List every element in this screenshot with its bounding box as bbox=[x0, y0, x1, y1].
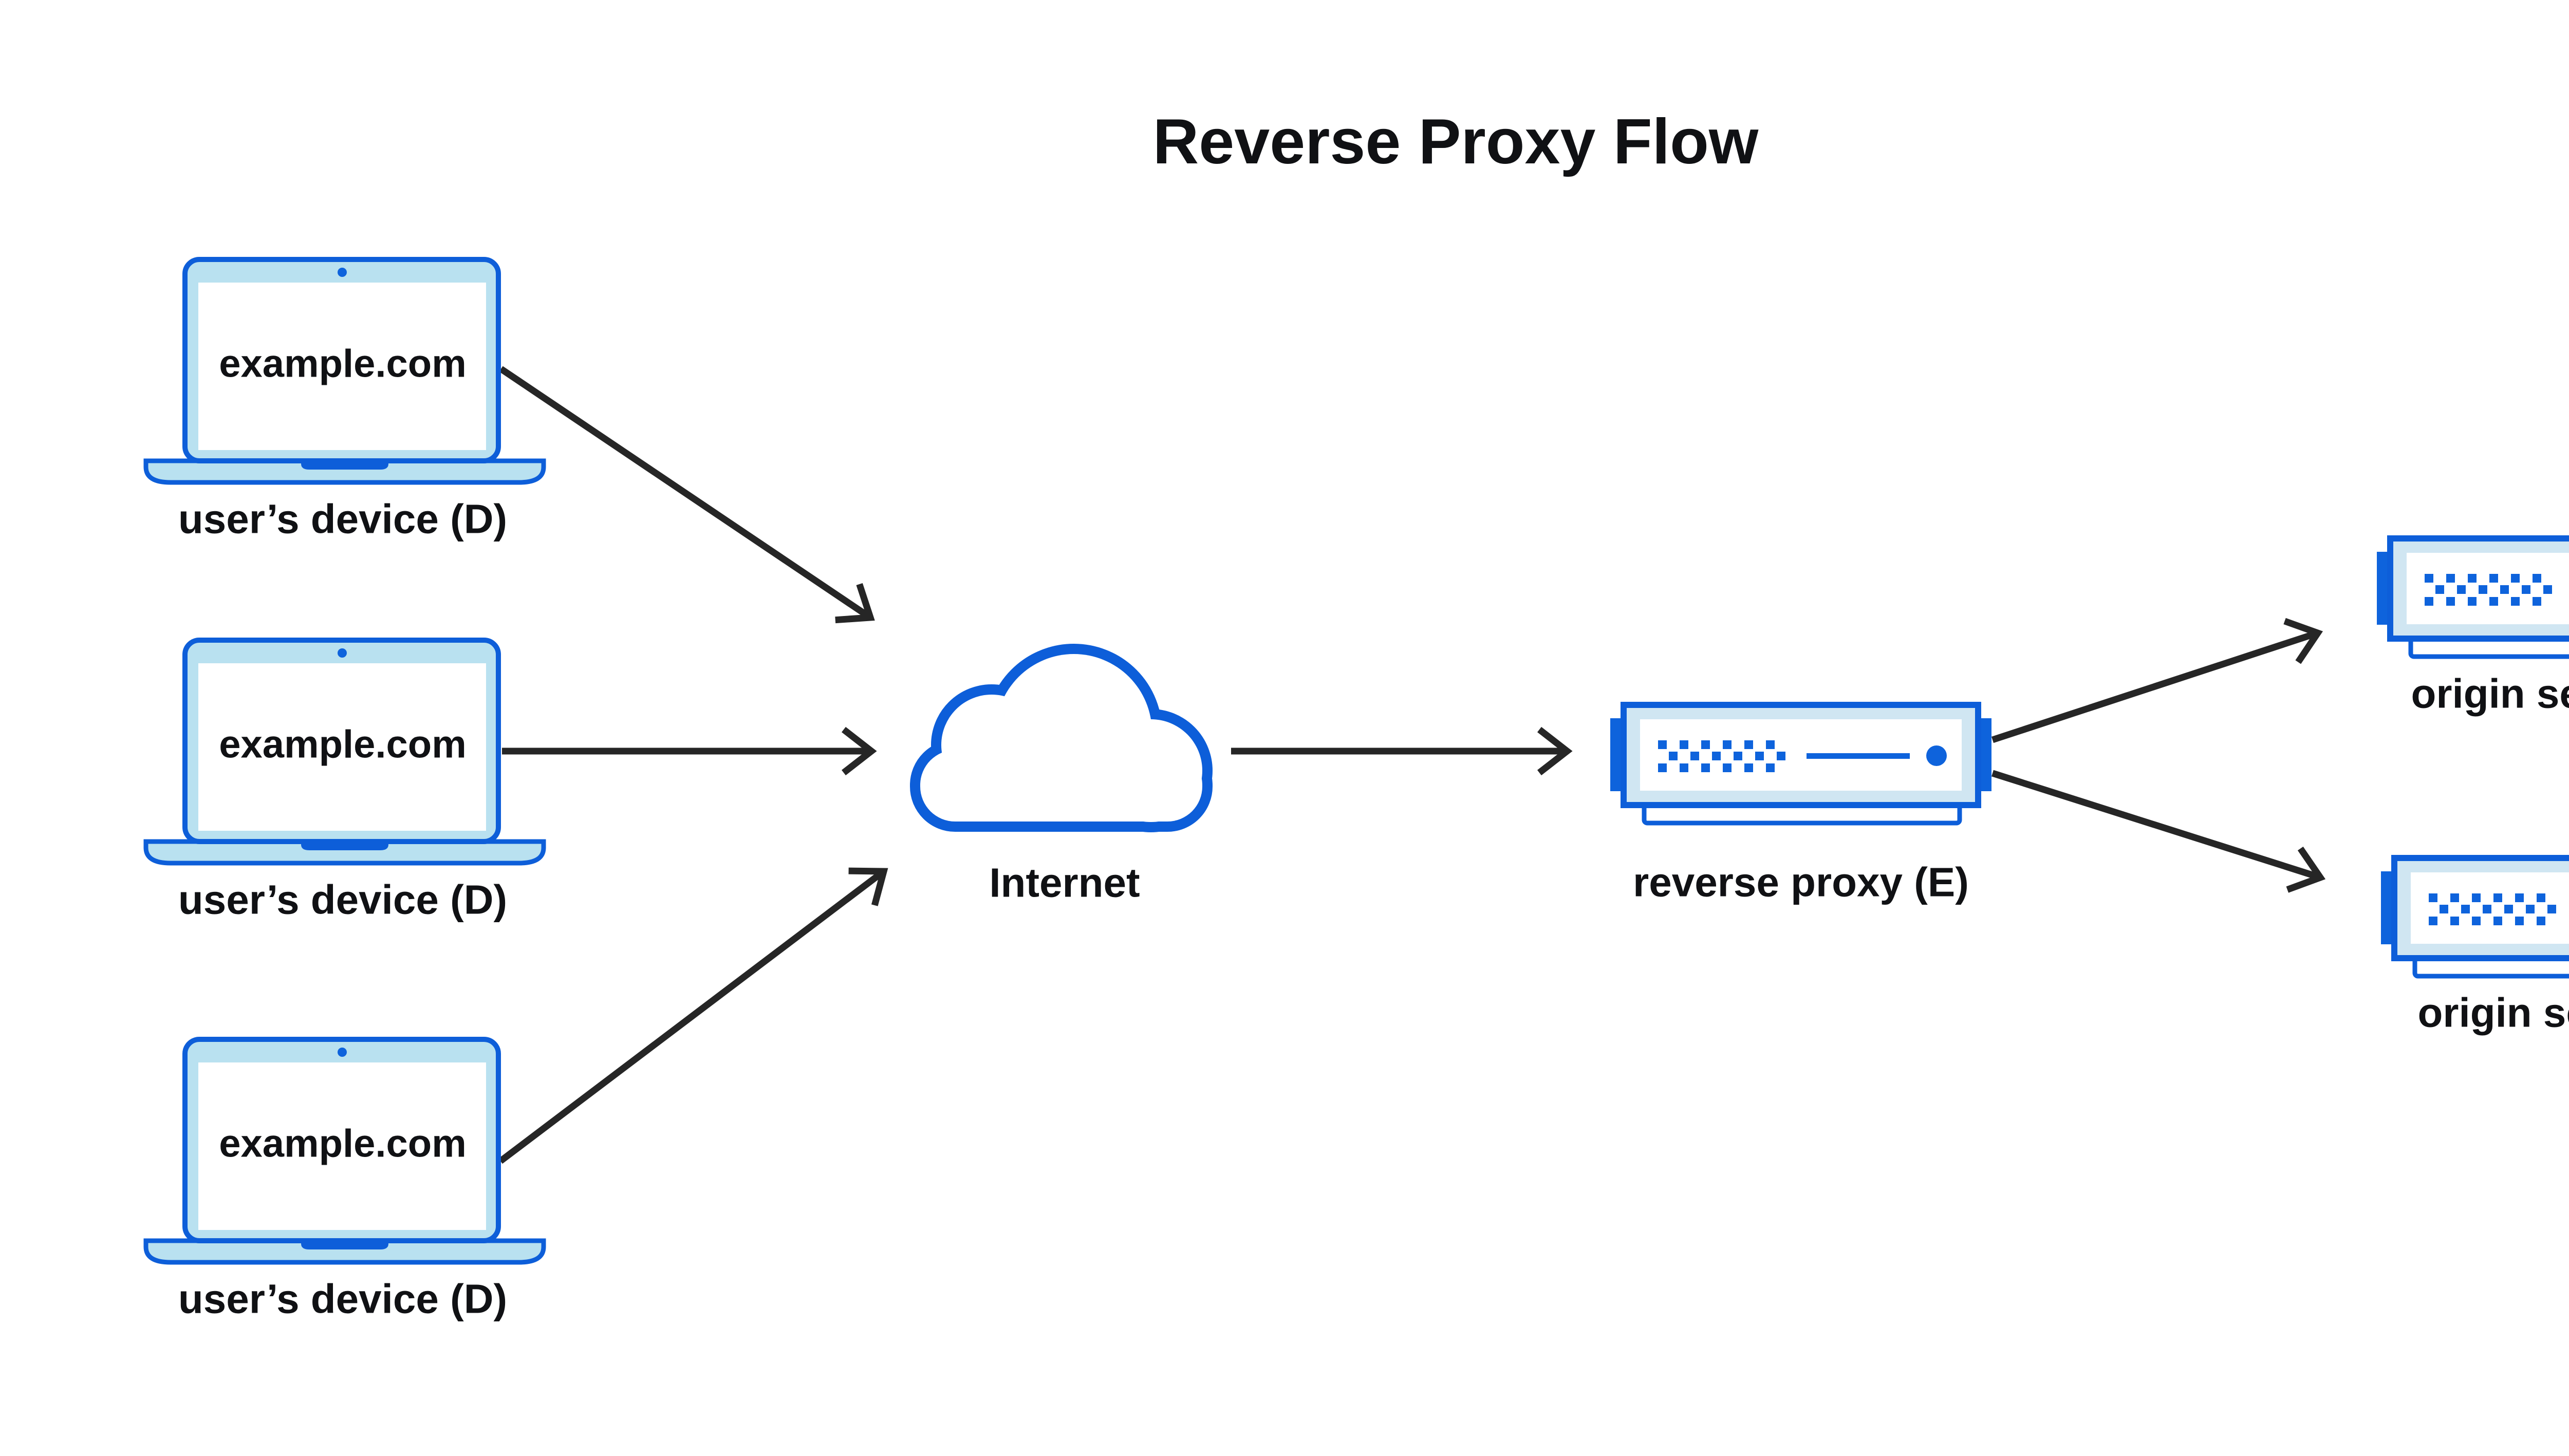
origin-server-1: origin server (F) bbox=[2377, 538, 2569, 717]
arrow-proxy-to-origin1-icon bbox=[1991, 618, 2323, 743]
cloud-icon bbox=[910, 644, 1213, 832]
device-3: example.com user’s device (D) bbox=[146, 1039, 544, 1322]
page-title: Reverse Proxy Flow bbox=[1153, 106, 1759, 177]
arrow-device3-to-internet-icon bbox=[498, 867, 888, 1164]
internet-node: Internet bbox=[910, 644, 1213, 906]
device-2-label: user’s device (D) bbox=[178, 877, 507, 923]
origin-server-1-icon bbox=[2377, 538, 2569, 657]
arrow-proxy-to-origin2-icon bbox=[1991, 770, 2326, 893]
reverse-proxy-label: reverse proxy (E) bbox=[1633, 860, 1969, 905]
reverse-proxy-node: reverse proxy (E) bbox=[1610, 705, 1991, 905]
origin-server-2-label: origin server (F) bbox=[2417, 990, 2569, 1036]
device-2: example.com user’s device (D) bbox=[146, 640, 544, 923]
device-1-label: user’s device (D) bbox=[178, 496, 507, 542]
internet-label: Internet bbox=[989, 860, 1140, 906]
device-3-label: user’s device (D) bbox=[178, 1276, 507, 1322]
arrow-device1-to-internet-icon bbox=[499, 366, 875, 624]
device-2-screen-url: example.com bbox=[219, 723, 467, 767]
origin-server-2-icon bbox=[2381, 858, 2569, 976]
origin-server-1-label: origin server (F) bbox=[2411, 671, 2569, 717]
device-3-screen-url: example.com bbox=[219, 1122, 467, 1166]
reverse-proxy-server-icon bbox=[1610, 705, 1991, 823]
device-1-screen-url: example.com bbox=[219, 342, 467, 386]
device-1: example.com user’s device (D) bbox=[146, 259, 544, 542]
origin-server-2: origin server (F) bbox=[2381, 858, 2569, 1036]
